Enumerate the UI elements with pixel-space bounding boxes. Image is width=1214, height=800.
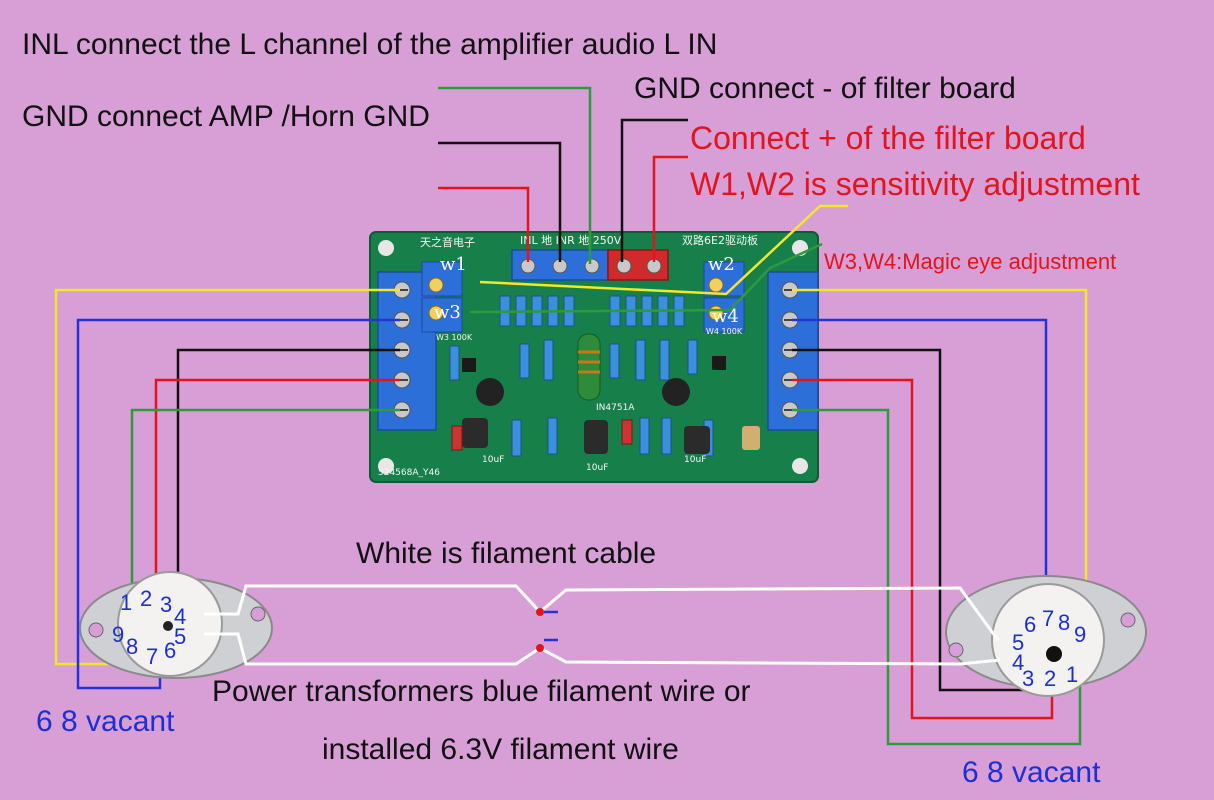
- wire-w1w2-yellow: [479, 204, 848, 296]
- socket-left: [79, 571, 273, 679]
- pin-right-9: 9: [1074, 622, 1086, 647]
- wire-plus-filter-red: [652, 155, 688, 262]
- label-gnd-filter: GND connect - of filter board: [634, 72, 1016, 105]
- right-wires: [792, 288, 1088, 746]
- label-power-transformer: Power transformers blue filament wire or: [212, 675, 751, 708]
- pin-right-5: 5: [1012, 630, 1024, 655]
- pin-left-5: 5: [174, 624, 186, 649]
- board-title-label: 双路6E2驱动板: [682, 233, 758, 247]
- wire-right-green: [792, 408, 1082, 746]
- wire-red-input: [438, 186, 530, 262]
- top-leader-wires: [438, 86, 848, 314]
- top-terminal-block-power: [607, 249, 669, 281]
- label-white-filament: White is filament cable: [356, 537, 657, 570]
- filament-wire-lower: [204, 632, 1001, 666]
- wire-left-red: [154, 378, 400, 588]
- wire-right-blue: [792, 318, 1048, 618]
- mounting-hole: [378, 240, 394, 256]
- board-serial-label: 524568A_Y46: [378, 468, 440, 478]
- label-inl: INL connect the L channel of the amplifi…: [22, 28, 718, 61]
- capacitors: [462, 378, 760, 454]
- pot-w2-label: w2: [708, 254, 735, 275]
- filament-junction-lower: [536, 644, 544, 652]
- filament-junction-upper: [536, 608, 544, 616]
- wire-right-black: [792, 348, 1026, 692]
- wire-w3w4-green: [469, 242, 823, 314]
- pin-right-2: 2: [1044, 666, 1056, 691]
- label-vacant-left: 6 8 vacant: [36, 705, 175, 738]
- pin-left-1: 1: [120, 590, 132, 615]
- pot-value-left: W3 100K: [436, 333, 473, 342]
- pot-w2[interactable]: [703, 261, 745, 297]
- mounting-hole: [378, 458, 394, 474]
- cap-left-label: 10uF: [482, 455, 504, 465]
- wire-right-red: [792, 378, 1054, 720]
- board-brand-label: 天之音电子: [420, 235, 475, 249]
- pin-right-1: 1: [1066, 662, 1078, 687]
- wire-left-green: [130, 408, 400, 592]
- filament-wires: [204, 584, 1001, 666]
- pot-w3-label: w3: [434, 302, 461, 323]
- filament-wire-upper: [204, 584, 1000, 641]
- pin-right-6: 6: [1024, 612, 1036, 637]
- wire-left-blue: [76, 318, 400, 690]
- pin-left-6: 6: [164, 638, 176, 663]
- transformer-lead-marks: [544, 610, 558, 642]
- wire-gnd-filter-black: [620, 118, 688, 262]
- socket-right-pin-numbers: 5 6 7 8 9 4 3 2 1: [1012, 606, 1086, 691]
- wire-gnd-amp-black: [438, 141, 562, 262]
- pin-right-3: 3: [1022, 666, 1034, 691]
- pin-left-2: 2: [140, 586, 152, 611]
- wire-inl-green: [438, 86, 592, 264]
- board-terminal-label: INL 地 INR 地 250V: [520, 234, 622, 247]
- label-installed: installed 6.3V filament wire: [322, 733, 679, 766]
- cap-right-label: 10uF: [684, 455, 706, 465]
- pot-value-right: W4 100K: [706, 327, 743, 336]
- potentiometers: [421, 261, 745, 333]
- pin-left-8: 8: [126, 634, 138, 659]
- pin-left-9: 9: [112, 622, 124, 647]
- pin-left-4: 4: [174, 604, 186, 629]
- socket-left-pin-numbers: 1 2 3 4 5 6 7 8 9: [112, 586, 186, 669]
- pin-left-3: 3: [160, 592, 172, 617]
- wire-right-yellow: [792, 288, 1088, 630]
- pin-left-7: 7: [146, 644, 158, 669]
- wire-left-black: [176, 348, 400, 590]
- pin-right-4: 4: [1012, 650, 1024, 675]
- label-plus-filter: Connect + of the filter board: [690, 120, 1086, 156]
- pin-right-8: 8: [1058, 610, 1070, 635]
- pin-right-7: 7: [1042, 606, 1054, 631]
- diode-label: IN4751A: [596, 403, 635, 413]
- cap-mid-label: 10uF: [586, 463, 608, 473]
- label-vacant-right: 6 8 vacant: [962, 756, 1101, 789]
- label-gnd-amp: GND connect AMP /Horn GND: [22, 100, 430, 133]
- label-w3w4: W3,W4:Magic eye adjustment: [824, 249, 1117, 274]
- power-resistor: [577, 333, 601, 401]
- pot-w1[interactable]: [421, 261, 463, 297]
- mounting-hole: [792, 458, 808, 474]
- pot-w1-label: w1: [440, 254, 467, 275]
- label-w1w2: W1,W2 is sensitivity adjustment: [690, 166, 1140, 202]
